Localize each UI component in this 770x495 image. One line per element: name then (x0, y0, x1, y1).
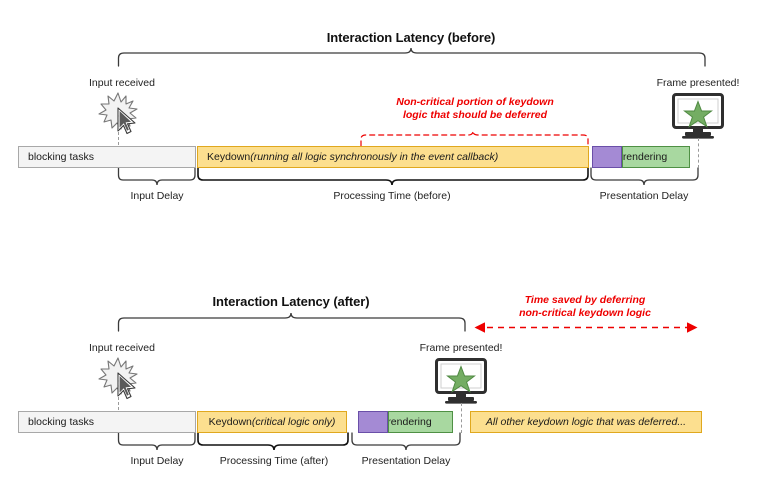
bar-label-italic: All other keydown logic that was deferre… (485, 416, 687, 428)
bar-label-italic: (running all logic synchronously in the … (250, 151, 499, 163)
guide-input-received-before (118, 112, 119, 150)
bar-rendering-green-before: rendering (622, 146, 690, 168)
label-processing-time-after: Processing Time (after) (219, 455, 329, 467)
bar-label: rendering (388, 416, 432, 428)
bar-blocking-tasks-before: blocking tasks (18, 146, 196, 168)
bracket-processing-time-before (197, 167, 589, 186)
label-frame-presented-after: Frame presented! (419, 342, 503, 354)
monitor-icon (434, 357, 488, 410)
bar-rendering-green-after: rendering (388, 411, 453, 433)
bar-keydown-before: Keydown (running all logic synchronously… (197, 146, 589, 168)
bracket-processing-time-after (197, 432, 349, 451)
bracket-interaction-latency-before (117, 47, 706, 67)
star-icon (446, 365, 476, 393)
monitor-icon (671, 92, 725, 145)
bracket-non-critical-keydown (360, 130, 589, 147)
note-line-1: Time saved by deferring (524, 294, 646, 306)
click-burst-icon (96, 355, 144, 408)
bar-label-italic: (critical logic only) (251, 416, 336, 428)
guide-frame-presented-before (698, 138, 699, 168)
bar-label: Keydown (207, 151, 251, 163)
label-input-received-after: Input received (89, 342, 155, 354)
guide-input-received-after (118, 377, 119, 415)
bar-deferred-logic-after: All other keydown logic that was deferre… (470, 411, 702, 433)
monitor-svg (435, 358, 487, 404)
note-non-critical-keydown: Non-critical portion of keydown logic th… (358, 96, 592, 122)
click-burst-icon (96, 90, 144, 143)
bar-label: blocking tasks (28, 416, 94, 428)
bracket-presentation-delay-before (590, 167, 699, 186)
title-before: Interaction Latency (before) (326, 30, 496, 45)
label-input-received-before: Input received (89, 77, 155, 89)
bracket-input-delay-after (117, 432, 196, 451)
bar-rendering-purple-before (592, 146, 622, 168)
label-presentation-delay-before: Presentation Delay (599, 190, 689, 202)
bracket-input-delay-before (117, 167, 196, 186)
label-processing-time-before: Processing Time (before) (333, 190, 451, 202)
note-line-1: Non-critical portion of keydown (396, 96, 554, 108)
label-input-delay-after: Input Delay (130, 455, 184, 467)
bracket-presentation-delay-after (351, 432, 461, 451)
note-line-2: non-critical keydown logic (519, 307, 651, 319)
guide-frame-presented-after (461, 403, 462, 433)
bar-rendering-purple-after (358, 411, 388, 433)
label-input-delay-before: Input Delay (130, 190, 184, 202)
bar-label: blocking tasks (28, 151, 94, 163)
bar-label: rendering (622, 151, 668, 163)
label-presentation-delay-after: Presentation Delay (361, 455, 451, 467)
burst-cursor-svg (98, 92, 138, 135)
note-time-saved: Time saved by deferring non-critical key… (469, 294, 701, 320)
burst-cursor-svg (98, 357, 138, 400)
bar-keydown-after: Keydown (critical logic only) (197, 411, 347, 433)
star-icon (683, 100, 713, 128)
bar-blocking-tasks-after: blocking tasks (18, 411, 196, 433)
label-frame-presented-before: Frame presented! (656, 77, 740, 89)
bar-label: Keydown (208, 416, 252, 428)
note-line-2: logic that should be deferred (402, 109, 548, 121)
monitor-svg (672, 93, 724, 139)
bracket-interaction-latency-after (117, 312, 466, 332)
title-after: Interaction Latency (after) (212, 294, 370, 309)
